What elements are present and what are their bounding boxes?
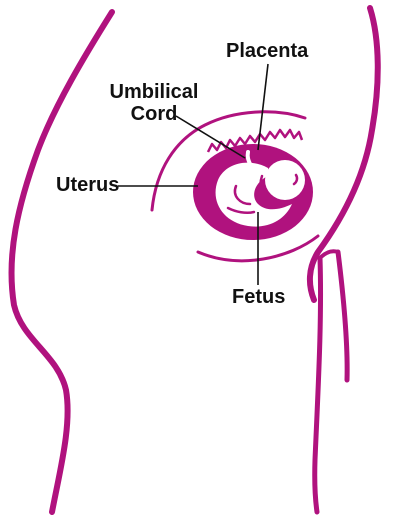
umbilical-cord-label-line1: Umbilical	[106, 81, 202, 103]
leg-line-join	[320, 251, 338, 258]
fetus-label: Fetus	[232, 286, 285, 308]
placenta-label: Placenta	[226, 40, 308, 62]
uterus-label: Uterus	[56, 174, 119, 196]
umbilical-cord-label: Umbilical Cord	[106, 81, 202, 125]
leg-line-inner	[338, 252, 347, 380]
back-outline	[11, 12, 112, 512]
umbilical-cord-label-line2: Cord	[106, 103, 202, 125]
